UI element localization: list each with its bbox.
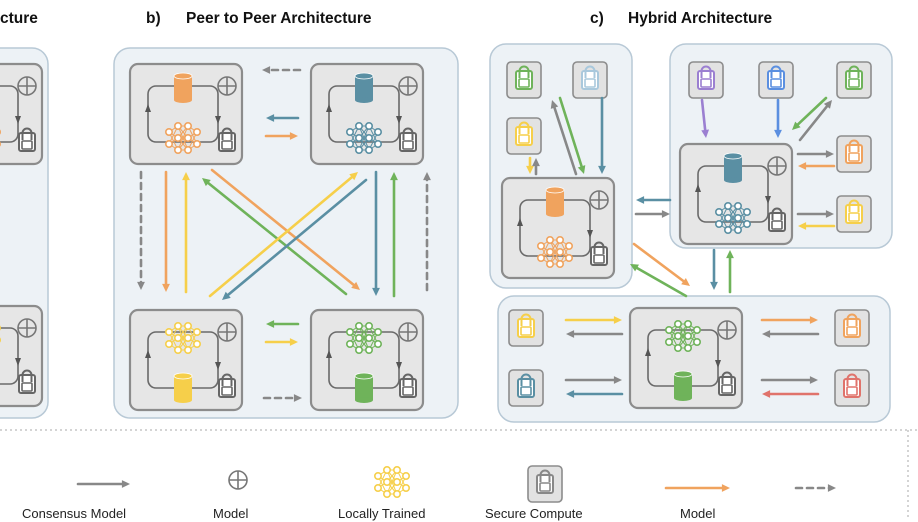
arrowhead-icon — [726, 250, 734, 258]
aggregate-plus-icon — [229, 471, 247, 489]
aggregate-plus-icon — [718, 321, 736, 339]
database-icon — [355, 373, 373, 403]
legend-model-transfer-label: Model — [680, 506, 715, 521]
database-icon — [674, 371, 692, 401]
panel-a-title-fragment: cture — [0, 10, 38, 28]
panel-c-title: Hybrid Architecture — [628, 10, 772, 28]
arrowhead-icon — [636, 196, 644, 204]
aggregate-plus-icon — [399, 77, 417, 95]
arrowhead-icon — [722, 484, 730, 492]
aggregate-plus-icon — [590, 191, 608, 209]
legend-secure-compute-label: Secure Compute — [485, 506, 583, 521]
database-icon — [724, 153, 742, 183]
arrowhead-icon — [122, 480, 130, 488]
arrowhead-icon — [662, 210, 670, 218]
panel-b-title: Peer to Peer Architecture — [186, 10, 372, 28]
legend-model-label: Model — [213, 506, 248, 521]
legend-locally-trained-label: Locally Trained — [338, 506, 425, 521]
panel-c-label: c) — [590, 10, 604, 28]
database-icon — [546, 187, 564, 217]
neural-network-icon — [375, 467, 409, 497]
panel-b-label: b) — [146, 10, 161, 28]
arrowhead-icon — [710, 282, 718, 290]
aggregate-plus-icon — [399, 323, 417, 341]
database-icon — [174, 73, 192, 103]
aggregate-plus-icon — [768, 157, 786, 175]
aggregate-plus-icon — [18, 77, 36, 95]
aggregate-plus-icon — [218, 323, 236, 341]
arrowhead-icon — [828, 484, 836, 492]
arrow-icon — [634, 244, 686, 283]
database-icon — [174, 373, 192, 403]
arrow-icon — [634, 266, 686, 296]
legend-consensus-label: Consensus Model — [22, 506, 126, 521]
aggregate-plus-icon — [18, 319, 36, 337]
aggregate-plus-icon — [218, 77, 236, 95]
database-icon — [355, 73, 373, 103]
